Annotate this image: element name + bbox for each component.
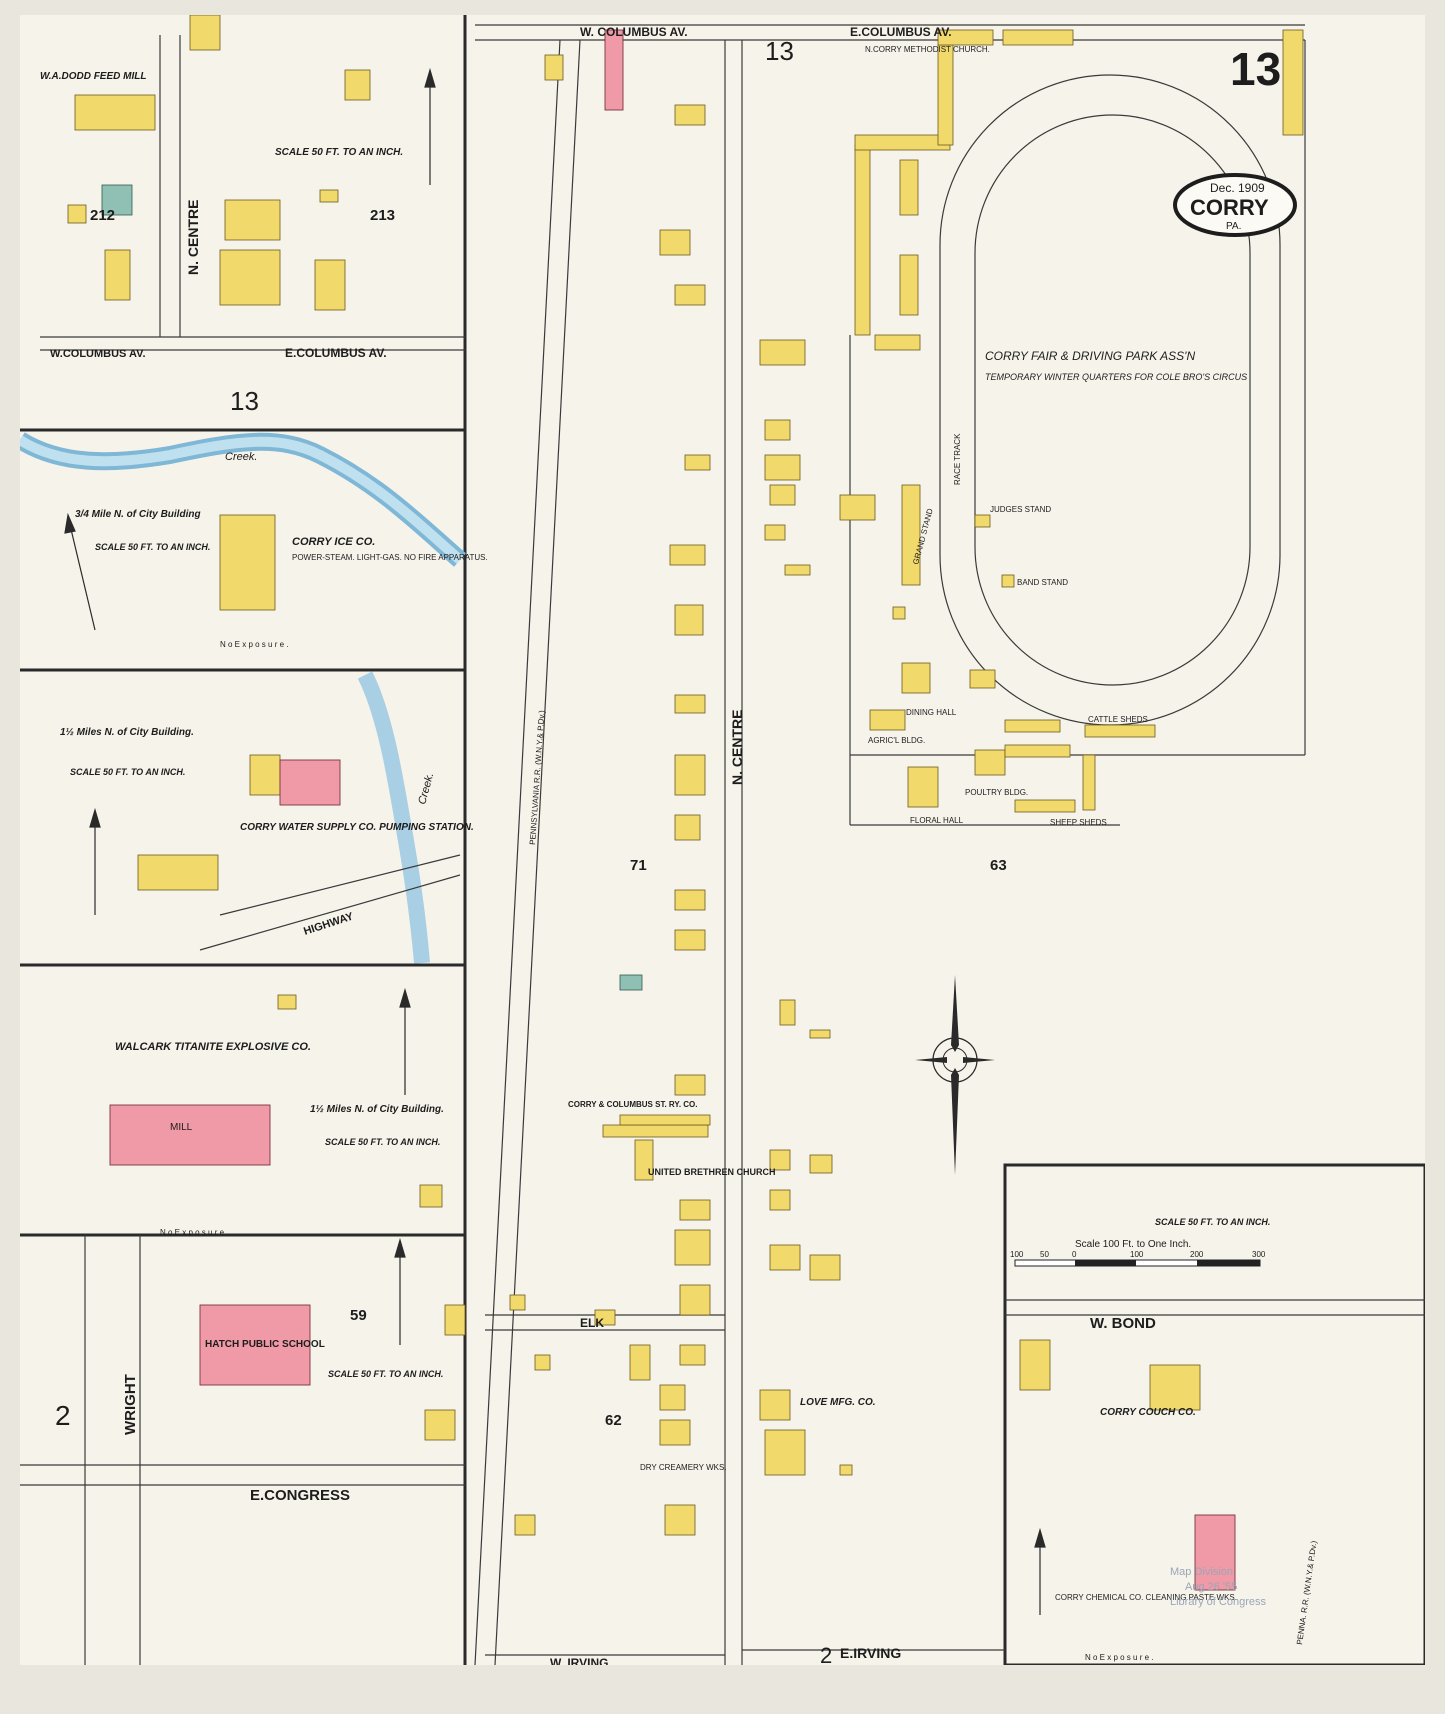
svg-text:100: 100 [1130,1250,1144,1259]
library-stamp: Map Division Aug 26 '55 Library of Congr… [1170,1566,1266,1608]
street-wright: WRIGHT [122,1374,139,1435]
frame-buildings [67,15,1304,1571]
couch-company: CORRY COUCH CO. [1100,1407,1196,1418]
agric-bldg: AGRIC'L BLDG. [868,736,925,745]
fair-association: CORRY FAIR & DRIVING PARK ASS'N [985,349,1195,363]
block-71: 71 [630,857,647,874]
block-2-left: 2 [55,1400,71,1431]
sheep-sheds: SHEEP SHEDS [1050,818,1107,827]
floral-hall: FLORAL HALL [910,816,964,825]
sheet-date: Dec. 1909 [1210,181,1265,195]
creek-label-upper: Creek. [225,451,257,463]
ice-location: 3/4 Mile N. of City Building [75,509,201,520]
street-n-centre: N. CENTRE [729,710,745,785]
race-track-inner [974,114,1251,686]
svg-text:300: 300 [1252,1250,1266,1259]
sanborn-map: 13 Dec. 1909 CORRY PA. W. COLUMBUS AV. E… [20,15,1425,1665]
scale-inset-3: SCALE 50 FT. TO AN INCH. [70,767,185,777]
street-elk: ELK [580,1316,604,1330]
street-e-columbus: E.COLUMBUS AV. [850,25,952,39]
svg-text:50: 50 [1040,1250,1049,1259]
street-w-irving: W. IRVING [550,1656,608,1665]
compass-rose [915,975,995,1175]
railroad-main-label: PENNSYLVANIA R.R. (W.N.Y.& P.Dv.) [528,710,546,845]
scale-bar [1014,1259,1261,1267]
chemical-company: CORRY CHEMICAL CO. CLEANING PASTE WKS. [1055,1593,1237,1602]
block-59: 59 [350,1307,367,1324]
water-location: 1½ Miles N. of City Building. [60,727,194,738]
walcark-location: 1½ Miles N. of City Building. [310,1104,444,1115]
stone-building [101,184,133,216]
creek-upper-inner [20,435,464,564]
band-stand: BAND STAND [1017,578,1068,587]
scale-inset-1: SCALE 50 FT. TO AN INCH. [275,147,403,158]
block-212: 212 [90,207,115,224]
street-n-centre-inset: N. CENTRE [185,200,201,275]
walcark-company: WALCARK TITANITE EXPLOSIVE CO. [115,1041,311,1053]
street-w-columbus: W. COLUMBUS AV. [580,25,688,39]
creek-lower [357,671,430,964]
city-name: CORRY [1190,195,1269,220]
block-13-main: 13 [765,36,794,66]
brethren-church: UNITED BRETHREN CHURCH [648,1167,776,1177]
block-63: 63 [990,857,1007,874]
no-exposure-bond: N o E x p o s u r e . [1085,1653,1153,1662]
svg-text:Library of Congress: Library of Congress [1170,1596,1266,1608]
methodist-church: N.CORRY METHODIST CHURCH. [865,45,990,54]
state-name: PA. [1226,221,1241,232]
sheet-number: 13 [1230,43,1281,95]
race-track-outer [939,74,1281,726]
street-e-columbus-inset: E.COLUMBUS AV. [285,346,387,360]
map-sheet: 13 Dec. 1909 CORRY PA. W. COLUMBUS AV. E… [20,15,1425,1665]
water-company: CORRY WATER SUPPLY CO. PUMPING STATION. [240,822,474,833]
love-mfg: LOVE MFG. CO. [800,1397,876,1408]
ice-company: CORRY ICE CO. [292,536,375,548]
cattle-sheds: CATTLE SHEDS [1088,715,1148,724]
no-exposure-walcark: N o E x p o s u r e . [160,1228,228,1237]
poultry-bldg: POULTRY BLDG. [965,788,1028,797]
svg-text:Map Division: Map Division [1170,1566,1233,1578]
svg-text:0: 0 [1072,1250,1077,1259]
street-highway: HIGHWAY [302,910,355,938]
scale-inset-4: SCALE 50 FT. TO AN INCH. [325,1137,440,1147]
mill-label: MILL [170,1122,193,1133]
circus-quarters: TEMPORARY WINTER QUARTERS FOR COLE BRO'S… [985,372,1247,382]
svg-text:Aug 26 '55: Aug 26 '55 [1185,1581,1237,1593]
judges-stand: JUDGES STAND [990,505,1051,514]
street-e-irving: E.IRVING [840,1645,901,1661]
railroad-bond-label: PENNA. R.R. (W.N.Y.& P.Dv.) [1295,1540,1319,1645]
creek-label-lower: Creek. [416,771,436,805]
scale-inset-5: SCALE 50 FT. TO AN INCH. [328,1369,443,1379]
block-13-inset: 13 [230,386,259,416]
stone-storage [619,974,643,991]
street-e-congress: E.CONGRESS [250,1487,350,1504]
hatch-school: HATCH PUBLIC SCHOOL [205,1339,325,1350]
dining-hall: DINING HALL [906,708,957,717]
north-arrows [64,67,1046,1615]
street-w-bond: W. BOND [1090,1315,1156,1332]
scale-title: Scale 100 Ft. to One Inch. [1075,1239,1191,1250]
svg-text:200: 200 [1190,1250,1204,1259]
scale-ticks: 100 50 0 100 200 300 [1010,1250,1266,1259]
ice-company-note: POWER-STEAM. LIGHT-GAS. NO FIRE APPARATU… [292,553,488,562]
race-track-label: RACE TRACK [953,433,962,485]
svg-text:100: 100 [1010,1250,1024,1259]
dry-creamery: DRY CREAMERY WKS. [640,1463,727,1472]
inset-borders [20,15,1425,1665]
city-badge [1173,173,1297,237]
block-62: 62 [605,1412,622,1429]
block-213: 213 [370,207,395,224]
street-w-columbus-inset: W.COLUMBUS AV. [50,348,146,360]
brick-buildings [109,29,1236,1591]
block-2-bottom: 2 [820,1643,832,1665]
no-exposure-ice: N o E x p o s u r e . [220,640,288,649]
dodd-feed-mill: W.A.DODD FEED MILL [40,71,146,82]
scale-inset-6: SCALE 50 FT. TO AN INCH. [1155,1217,1270,1227]
street-railway: CORRY & COLUMBUS ST. RY. CO. [568,1100,698,1109]
scale-inset-2: SCALE 50 FT. TO AN INCH. [95,542,210,552]
